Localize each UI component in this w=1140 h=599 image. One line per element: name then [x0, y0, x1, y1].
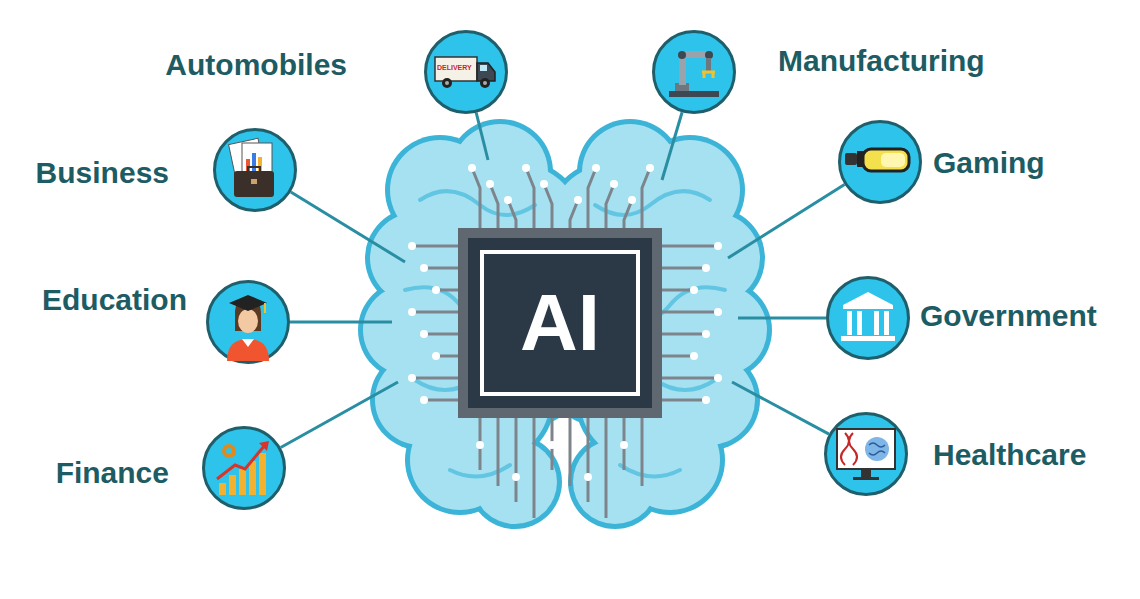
sector-label: Healthcare — [933, 437, 1086, 473]
education-circle: Education — [206, 280, 290, 364]
truck-icon — [427, 33, 505, 111]
finance-circle: Finance — [202, 426, 286, 510]
ai-brain-chip: AI — [380, 128, 750, 528]
circuit-dots — [408, 164, 722, 481]
sector-label: Finance — [56, 455, 169, 491]
ai-chip — [458, 228, 662, 418]
connector-line — [476, 113, 488, 160]
sector-label: Education — [42, 282, 187, 318]
business-icon — [216, 131, 294, 209]
automobiles-circle: AutomobilesDELIVERY — [424, 30, 508, 114]
healthcare-circle: Healthcare — [824, 412, 908, 496]
government-circle: Government — [826, 276, 910, 360]
chip-label: AI — [520, 278, 600, 368]
vr-headset-icon — [841, 123, 919, 201]
truck-sign-text: DELIVERY — [437, 64, 472, 72]
brain-folds — [405, 191, 725, 476]
healthcare-monitor-icon — [827, 415, 905, 493]
gaming-circle: Gaming — [838, 120, 922, 204]
circuit-traces — [412, 168, 718, 518]
connector-line — [291, 192, 405, 262]
connector-line — [290, 321, 392, 324]
sector-label: Business — [36, 155, 169, 191]
robot-arm-icon — [655, 33, 733, 111]
sector-label: Government — [920, 298, 1097, 334]
brain-outline — [358, 119, 772, 529]
government-building-icon — [829, 279, 907, 357]
manufacturing-circle: Manufacturing — [652, 30, 736, 114]
sector-label: Manufacturing — [778, 43, 985, 79]
connector-line — [732, 382, 829, 434]
connector-line — [662, 112, 682, 180]
brain-fill — [363, 124, 767, 524]
sector-label: Automobiles — [165, 47, 347, 83]
finance-icon — [205, 429, 283, 507]
connector-line — [728, 184, 845, 258]
graduate-icon — [209, 283, 287, 361]
sector-label: Gaming — [933, 145, 1045, 181]
connector-line — [738, 317, 826, 320]
connector-line — [281, 382, 398, 448]
business-circle: Business — [213, 128, 297, 212]
